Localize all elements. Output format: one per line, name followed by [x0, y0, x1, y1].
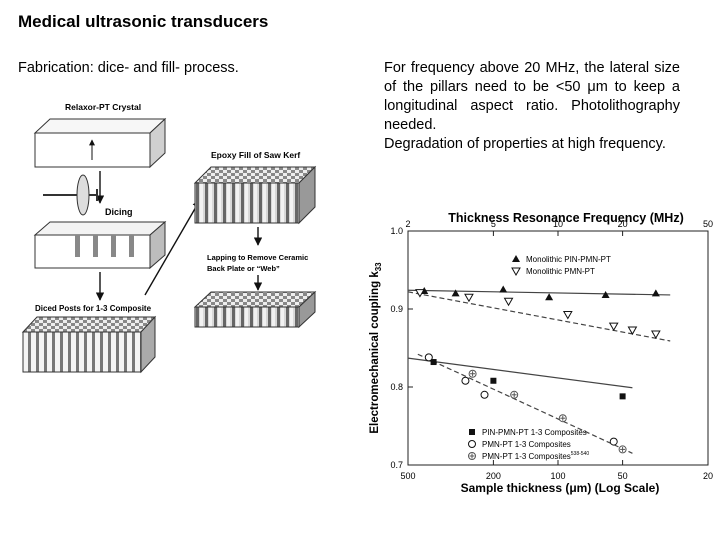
- data-point: [511, 267, 521, 277]
- x-tick-label: 500: [400, 471, 415, 481]
- top-tick-label: 20: [618, 219, 628, 229]
- data-point: [468, 440, 476, 448]
- y-axis-label-text: Electromechanical coupling k: [369, 271, 381, 434]
- y-axis-label: Electromechanical coupling k33: [369, 262, 383, 434]
- data-point: [415, 289, 425, 298]
- data-point: [558, 414, 567, 423]
- data-point: [512, 255, 520, 262]
- diced-posts-block: [21, 315, 157, 374]
- x-tick-label: 20: [703, 471, 713, 481]
- top-tick-label: 2: [405, 219, 410, 229]
- data-point: [650, 330, 661, 339]
- paragraph-pillar-size: For frequency above 20 MHz, the lateral …: [384, 60, 680, 133]
- x-tick-label: 200: [486, 471, 501, 481]
- legend-label: PIN-PMN-PT 1-3 Composites: [482, 428, 587, 437]
- data-point: [469, 429, 475, 435]
- paragraph-degradation: Degradation of properties at high freque…: [384, 136, 666, 152]
- data-point: [562, 310, 573, 320]
- legend-label: Monolithic PIN-PMN-PT: [526, 255, 611, 264]
- legend-label: PMN-PT 1-3 Composites538-540: [482, 451, 589, 461]
- top-tick-label: 50: [703, 219, 713, 229]
- label-lapping-1: Lapping to Remove Ceramic: [207, 253, 308, 262]
- lapped-composite-block: [193, 290, 317, 329]
- legend-label: PMN-PT 1-3 Composites: [482, 440, 571, 449]
- data-point: [609, 437, 618, 446]
- slide-subtitle: Fabrication: dice- and fill- process.: [18, 60, 239, 76]
- label-crystal: Relaxor-PT Crystal: [65, 102, 141, 112]
- y-tick-label: 0.7: [390, 460, 403, 470]
- data-point: [451, 289, 460, 297]
- data-point: [468, 452, 476, 460]
- data-point: [490, 377, 497, 384]
- data-point: [468, 369, 477, 378]
- data-point: [608, 322, 619, 332]
- top-tick-label: 10: [553, 219, 563, 229]
- y-tick-label: 0.8: [390, 382, 403, 392]
- crystal-block: [33, 117, 167, 169]
- x-tick-label: 50: [618, 471, 628, 481]
- data-point: [430, 359, 437, 366]
- y-tick-label: 1.0: [390, 226, 403, 236]
- fabrication-diagram: Relaxor-PT Crystal Dicing Diced Posts fo…: [21, 102, 317, 374]
- chart-title: Thickness Resonance Frequency (MHz): [448, 211, 683, 225]
- data-point: [503, 297, 514, 307]
- x-axis-label: Sample thickness (μm) (Log Scale): [461, 481, 660, 495]
- data-point: [601, 290, 610, 298]
- label-dicing: Dicing: [105, 207, 133, 217]
- data-point: [480, 390, 489, 399]
- data-point: [545, 293, 554, 301]
- data-point: [619, 393, 626, 400]
- x-tick-label: 100: [550, 471, 565, 481]
- data-point: [510, 390, 519, 399]
- description-text: For frequency above 20 MHz, the lateral …: [384, 59, 680, 154]
- diced-block: [33, 220, 167, 270]
- top-tick-label: 5: [491, 219, 496, 229]
- saw-blade-icon: [43, 174, 98, 216]
- trend-line: [407, 357, 633, 389]
- slide-title: Medical ultrasonic transducers: [18, 12, 269, 31]
- trend-line: [417, 353, 633, 454]
- data-point: [651, 289, 660, 297]
- label-posts: Diced Posts for 1-3 Composite: [35, 304, 152, 313]
- y-axis-label-subscript: 33: [374, 262, 383, 271]
- data-point: [499, 285, 508, 293]
- trend-line: [407, 291, 671, 342]
- data-point: [424, 353, 433, 362]
- data-point: [618, 445, 627, 454]
- data-point: [627, 326, 638, 336]
- label-epoxy: Epoxy Fill of Saw Kerf: [211, 150, 300, 160]
- data-point: [461, 376, 470, 385]
- legend-superscript: 538-540: [571, 451, 590, 457]
- coupling-chart: Thickness Resonance Frequency (MHz) Elec…: [369, 211, 713, 495]
- label-lapping-2: Back Plate or “Web”: [207, 264, 280, 273]
- legend-label: Monolithic PMN-PT: [526, 267, 595, 276]
- data-point: [464, 293, 474, 303]
- y-tick-label: 0.9: [390, 304, 403, 314]
- trend-line: [407, 289, 671, 296]
- epoxy-filled-block: [193, 165, 317, 225]
